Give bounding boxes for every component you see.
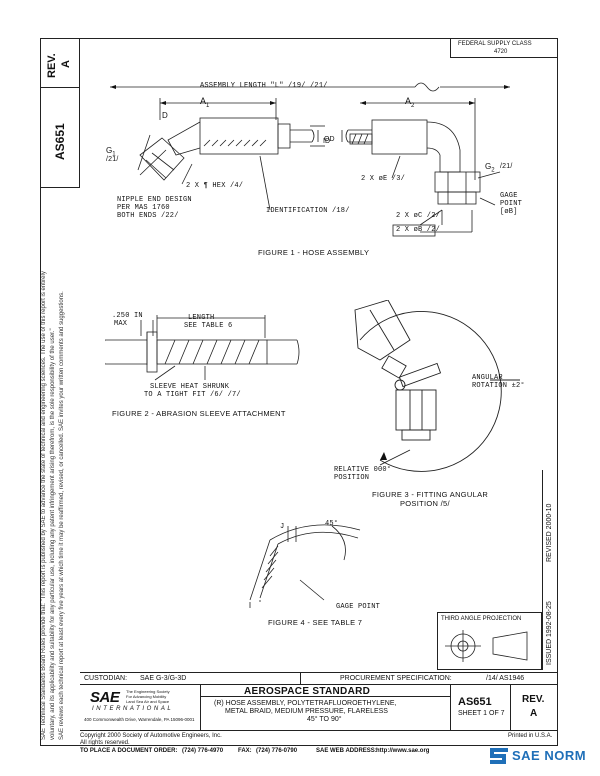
figure-4-caption: FIGURE 4 - SEE TABLE 7 bbox=[268, 618, 363, 627]
nipple-line-3: BOTH ENDS /22/ bbox=[117, 212, 179, 220]
fig4-j: J bbox=[280, 523, 285, 531]
side-note-1: SAE Technical Standards Board Rules prov… bbox=[41, 271, 47, 740]
footer-line-2 bbox=[80, 684, 558, 685]
fig4-angle: 45° bbox=[325, 520, 339, 528]
footer-divider-2 bbox=[200, 684, 201, 730]
footer-bottom-line bbox=[80, 730, 558, 731]
fig2-sleeve-1: SLEEVE HEAT SHRUNK bbox=[150, 383, 230, 391]
fax-phone: (724) 776-0790 bbox=[256, 748, 298, 754]
fig3-angular-2: ROTATION ±2° bbox=[472, 382, 525, 390]
g2-note: /21/ bbox=[500, 163, 513, 170]
sae-international: INTERNATIONAL bbox=[92, 706, 174, 712]
fig2-sleeve-2: TO A TIGHT FIT /6/ /7/ bbox=[144, 391, 241, 399]
fig3-relative-2: POSITION bbox=[334, 474, 370, 482]
assembly-length-label: ASSEMBLY LENGTH "L" /19/ /21/ bbox=[200, 82, 328, 90]
footer-divider-3 bbox=[450, 684, 451, 730]
revised-date: REVISED 2000-10 bbox=[546, 503, 553, 562]
order-label: TO PLACE A DOCUMENT ORDER: bbox=[80, 748, 178, 754]
fig2-length-1: LENGTH bbox=[188, 314, 215, 322]
order-phone: (724) 776-4970 bbox=[182, 748, 224, 754]
title-line-2: METAL BRAID, MEDIUM PRESSURE, FLARELESS bbox=[225, 708, 388, 715]
gage-point-2: POINT bbox=[500, 200, 523, 208]
copyright-1: Copyright 2000 Society of Automotive Eng… bbox=[80, 733, 222, 739]
a2-label: A2 bbox=[405, 96, 415, 109]
sae-address: 400 Commonwealth Drive, Warrendale, PA 1… bbox=[84, 717, 195, 722]
footer-divider-4 bbox=[510, 684, 511, 730]
aerospace-standard-title: AEROSPACE STANDARD bbox=[244, 686, 371, 697]
doc-number-vertical: AS651 bbox=[53, 123, 67, 160]
phi-b-label: 2 X øB /2/ bbox=[396, 226, 441, 234]
copyright-2: All rights reserved. bbox=[80, 740, 130, 746]
projection-symbol bbox=[445, 630, 528, 662]
fax-label: FAX: bbox=[238, 748, 252, 754]
dates-column bbox=[542, 470, 558, 670]
title-line-3: 45° TO 90° bbox=[307, 716, 342, 723]
figure-3-caption-1: FIGURE 3 - FITTING ANGULAR bbox=[372, 490, 489, 499]
footer-rev-value: A bbox=[530, 708, 538, 719]
doc-number-box bbox=[40, 88, 80, 188]
figure-4-drawing bbox=[249, 524, 361, 608]
nipple-line-2: PER MAS 1760 bbox=[117, 204, 170, 212]
phi-c-label: 2 X øC /2/ bbox=[396, 212, 441, 220]
projection-box bbox=[437, 612, 542, 670]
printed-in: Printed in U.S.A. bbox=[508, 733, 553, 739]
issued-date: ISSUED 1992-08-25 bbox=[546, 601, 553, 665]
federal-supply-box bbox=[450, 38, 558, 58]
custodian-label: CUSTODIAN: bbox=[84, 675, 128, 682]
sae-norm-watermark: SAE NORM bbox=[512, 748, 587, 763]
procurement-value: /14/ AS1946 bbox=[486, 675, 525, 682]
identification-label: IDENTIFICATION /18/ bbox=[266, 207, 350, 215]
sae-norm-logo-icon bbox=[490, 748, 508, 764]
fig3-angular-1: ANGULAR bbox=[472, 374, 503, 382]
figure-2-caption: FIGURE 2 - ABRASION SLEEVE ATTACHMENT bbox=[112, 409, 286, 418]
custodian-value: SAE G-3/G-3D bbox=[140, 675, 187, 682]
fig2-max: MAX bbox=[114, 320, 128, 328]
footer-divider-1 bbox=[300, 672, 301, 684]
federal-supply-label: FEDERAL SUPPLY CLASS bbox=[458, 41, 532, 47]
figure-3-caption-2: POSITION /5/ bbox=[400, 499, 450, 508]
sheet-number: SHEET 1 OF 7 bbox=[458, 710, 505, 717]
sae-logo: SAE bbox=[90, 689, 120, 706]
hex-label: 2 X ¶ HEX /4/ bbox=[186, 182, 244, 190]
side-note-2: voluntary, and its applicability and sui… bbox=[50, 328, 56, 740]
figure-1-caption: FIGURE 1 - HOSE ASSEMBLY bbox=[258, 248, 370, 257]
sae-tagline: The Engineering Society For Advancing Mo… bbox=[126, 689, 170, 704]
web-value: http://www.sae.org bbox=[376, 748, 430, 754]
fig4-gage-point: GAGE POINT bbox=[336, 603, 381, 611]
figure-2-drawing bbox=[105, 315, 300, 381]
footer-top-line bbox=[80, 672, 558, 673]
phi-e-label: 2 X øE /3/ bbox=[361, 175, 406, 183]
fig3-relative-1: RELATIVE 000° bbox=[334, 466, 392, 474]
a1-label: A1 bbox=[200, 96, 210, 109]
fig2-dim-250: .250 IN bbox=[112, 312, 143, 320]
web-label: SAE WEB ADDRESS: bbox=[316, 748, 377, 754]
g1-label: G1 bbox=[106, 146, 116, 158]
footer-aero-line bbox=[200, 696, 450, 697]
nipple-line-1: NIPPLE END DESIGN bbox=[117, 196, 192, 204]
side-note-3: SAE reviews each technical report at lea… bbox=[59, 291, 65, 740]
rev-box bbox=[40, 38, 80, 88]
figure-3-drawing bbox=[354, 300, 520, 472]
id-label: ID bbox=[323, 138, 330, 145]
rev-label: REV. bbox=[46, 53, 58, 78]
od-text: OD bbox=[324, 136, 335, 143]
gage-point-1: GAGE bbox=[500, 192, 518, 200]
rev-value: A bbox=[60, 60, 72, 68]
procurement-label: PROCUREMENT SPECIFICATION: bbox=[340, 675, 452, 682]
d-label: D bbox=[162, 111, 168, 120]
g1-note: /21/ bbox=[106, 156, 119, 163]
footer-doc-number: AS651 bbox=[458, 696, 492, 708]
title-line-1: (R) HOSE ASSEMBLY, POLYTETRAFLUOROETHYLE… bbox=[214, 700, 397, 707]
fig2-length-2: SEE TABLE 6 bbox=[184, 322, 233, 330]
drawing-frame bbox=[40, 38, 558, 746]
footer-rev-label: REV. bbox=[522, 694, 545, 705]
projection-label: THIRD ANGLE PROJECTION bbox=[441, 616, 522, 622]
federal-supply-code: 4720 bbox=[494, 49, 508, 55]
figure-1-drawing bbox=[110, 82, 510, 237]
gage-point-3: [øB] bbox=[500, 208, 518, 216]
g2-label: G2 bbox=[485, 162, 495, 174]
